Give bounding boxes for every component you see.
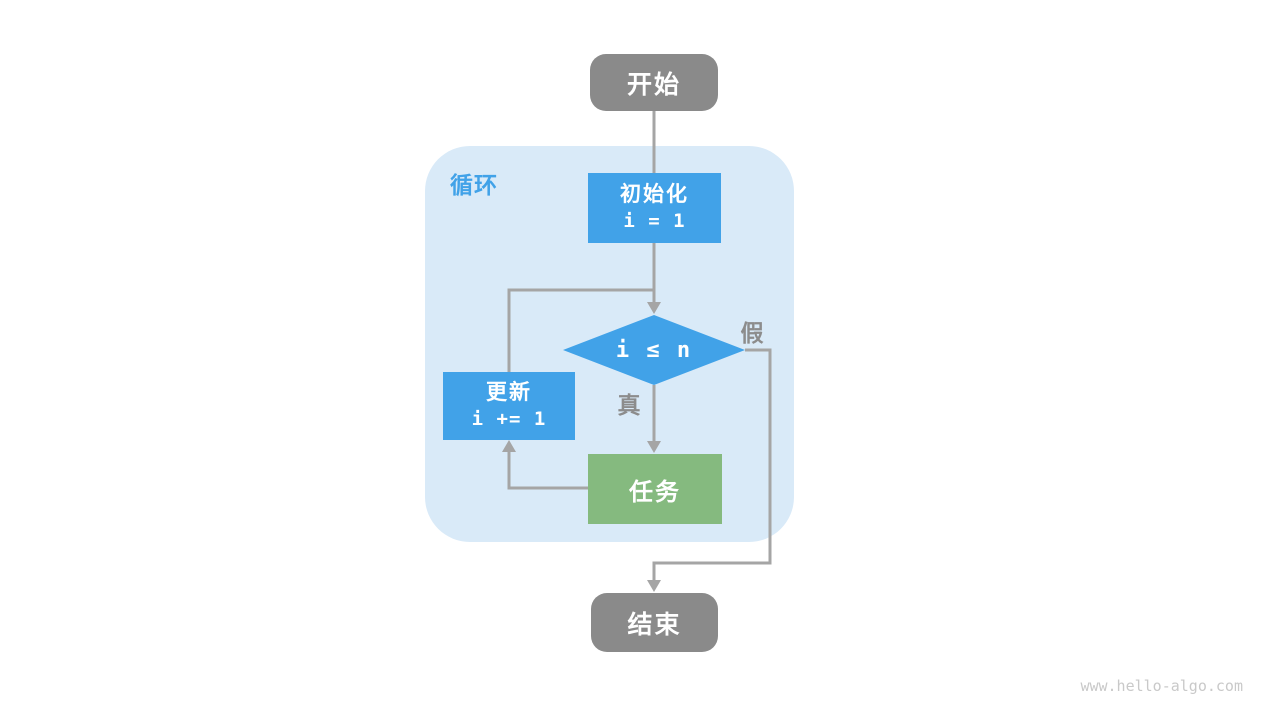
node-update-code: i += 1 <box>471 408 547 431</box>
node-condition: i ≤ n <box>563 315 745 385</box>
node-end-label: 结束 <box>627 610 682 639</box>
condition-diamond-shape <box>563 315 745 385</box>
node-condition-label: i ≤ n <box>615 337 693 363</box>
branch-label-false: 假 <box>740 320 764 346</box>
node-init: 初始化 i = 1 <box>588 173 721 243</box>
node-start: 开始 <box>590 54 718 111</box>
loop-region-label: 循环 <box>450 172 498 198</box>
edge-task-to-update <box>507 451 588 490</box>
edge-update-loopback <box>507 288 654 372</box>
node-start-label: 开始 <box>626 70 681 99</box>
arrowhead-into-condition <box>647 302 661 314</box>
branch-label-true: 真 <box>617 392 641 418</box>
node-update-label: 更新 <box>486 381 532 404</box>
node-end: 结束 <box>591 593 718 652</box>
node-update: 更新 i += 1 <box>443 372 575 440</box>
node-task: 任务 <box>588 454 722 524</box>
node-init-code: i = 1 <box>623 210 686 233</box>
node-init-label: 初始化 <box>620 183 689 206</box>
arrowhead-into-update <box>502 440 516 452</box>
node-task-label: 任务 <box>629 478 681 506</box>
arrowhead-into-end <box>647 580 661 592</box>
edge-condition-false-to-end <box>652 348 772 581</box>
arrowhead-into-task <box>647 441 661 453</box>
watermark-text: www.hello-algo.com <box>1080 677 1243 695</box>
